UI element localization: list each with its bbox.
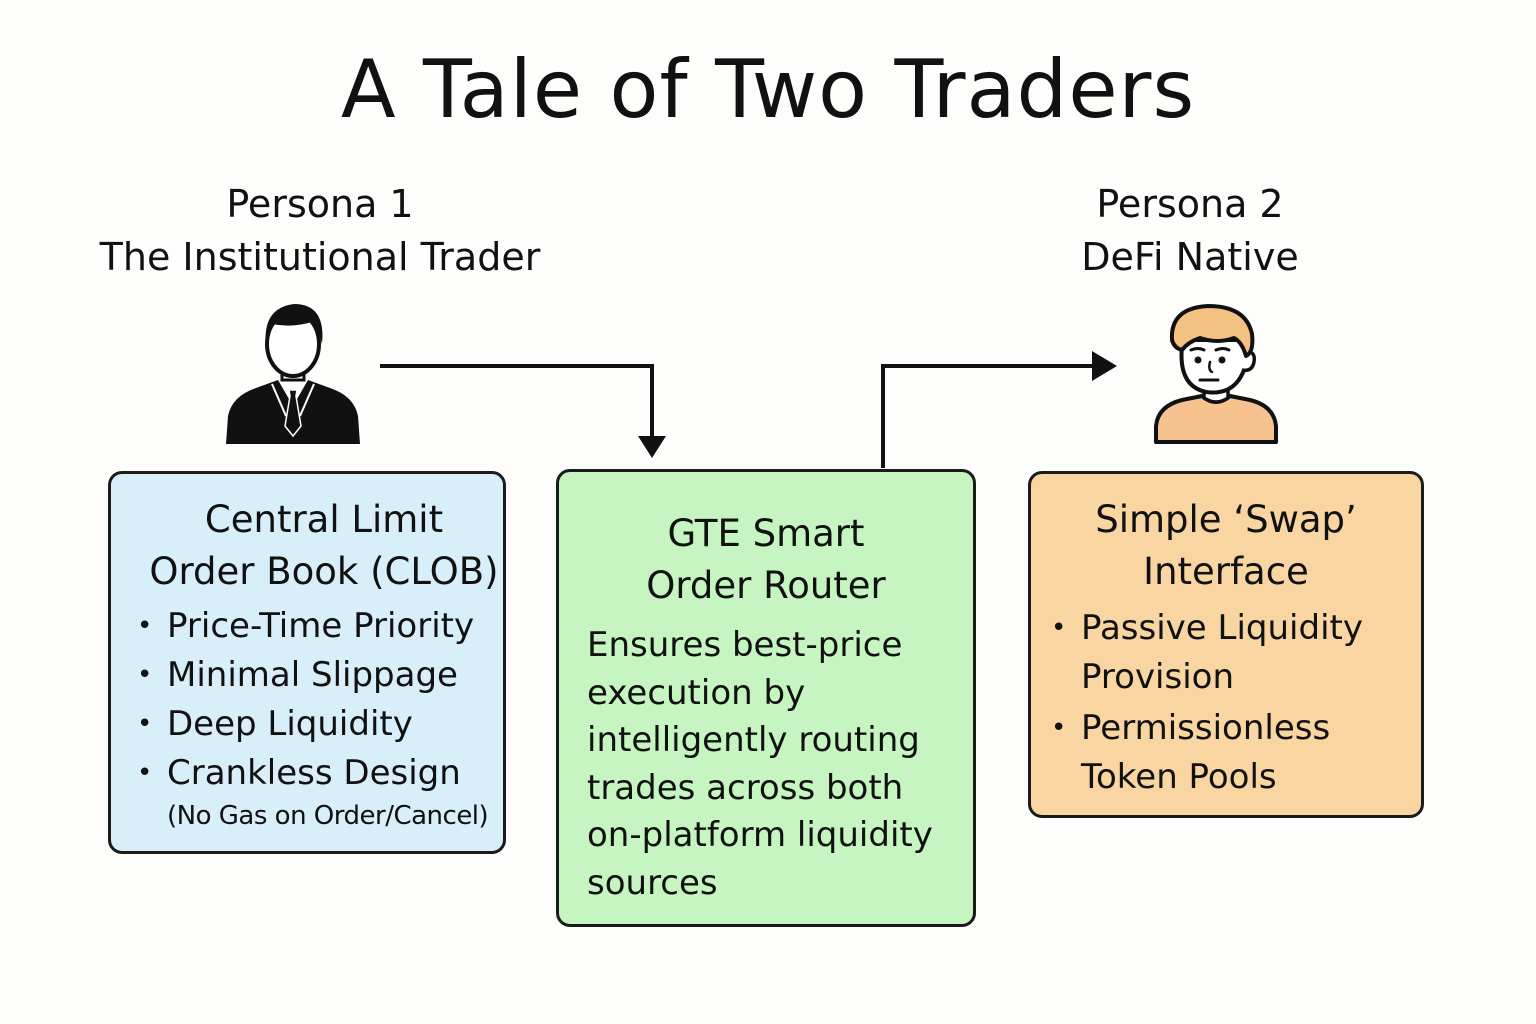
bullet-dot: • <box>137 660 153 690</box>
list-item: • Minimal Slippage <box>137 651 503 700</box>
arrow-to-router-head <box>638 436 666 458</box>
persona2-name: DeFi Native <box>1081 235 1299 279</box>
swap-bullet-text: Passive Liquidity Provision <box>1081 608 1363 697</box>
router-title: GTE Smart Order Router <box>559 508 973 612</box>
clob-bullet-text: Minimal Slippage <box>167 655 458 695</box>
persona2-label: Persona 2 <box>1096 182 1284 226</box>
clob-title-line1: Central Limit <box>204 498 444 541</box>
clob-feature-list: • Price-Time Priority • Minimal Slippage •… <box>137 602 503 798</box>
arrow-to-defi-native <box>881 364 1095 468</box>
bullet-dot: • <box>1051 613 1067 643</box>
arrow-to-defi-native-head <box>1092 351 1117 381</box>
list-item: • Passive Liquidity Provision <box>1051 604 1421 702</box>
list-item: • Permissionless Token Pools <box>1051 704 1421 802</box>
clob-box: Central Limit Order Book (CLOB) • Price-T… <box>108 471 506 854</box>
diagram-title: A Tale of Two Traders <box>340 43 1196 136</box>
bullet-dot: • <box>1051 713 1067 743</box>
swap-feature-list: • Passive Liquidity Provision • Permission… <box>1051 604 1421 802</box>
clob-bullet-text: Crankless Design <box>167 753 461 793</box>
clob-bullet-text: Price-Time Priority <box>167 606 475 646</box>
list-item: • Crankless Design <box>137 749 503 798</box>
router-description: Ensures best-price execution by intellig… <box>587 625 933 903</box>
bullet-dot: • <box>137 709 153 739</box>
clob-title: Central Limit Order Book (CLOB) <box>111 494 503 598</box>
router-box: GTE Smart Order Router Ensures best-pric… <box>556 469 976 927</box>
clob-bullet-text: Deep Liquidity <box>167 704 413 744</box>
router-title-line1: GTE Smart <box>667 512 865 555</box>
list-item: • Deep Liquidity <box>137 700 503 749</box>
bullet-dot: • <box>137 758 153 788</box>
swap-title-line1: Simple ‘Swap’ <box>1095 498 1357 541</box>
young-person-icon <box>1154 304 1278 444</box>
arrow-to-router <box>380 364 654 440</box>
swap-title: Simple ‘Swap’ Interface <box>1031 494 1421 598</box>
persona1-name: The Institutional Trader <box>99 235 541 279</box>
router-title-line2: Order Router <box>646 564 886 607</box>
swap-title-line2: Interface <box>1143 550 1309 593</box>
clob-title-line2: Order Book (CLOB) <box>149 550 499 593</box>
swap-box: Simple ‘Swap’ Interface • Passive Liquidi… <box>1028 471 1424 818</box>
businessman-icon <box>226 304 360 444</box>
clob-note: (No Gas on Order/Cancel) <box>167 801 489 831</box>
persona2-heading: Persona 2 DeFi Native <box>1000 178 1380 284</box>
bullet-dot: • <box>137 611 153 641</box>
list-item: • Price-Time Priority <box>137 602 503 651</box>
swap-bullet-text: Permissionless Token Pools <box>1081 708 1331 797</box>
persona1-label: Persona 1 <box>226 182 414 226</box>
persona1-heading: Persona 1 The Institutional Trader <box>70 178 570 284</box>
